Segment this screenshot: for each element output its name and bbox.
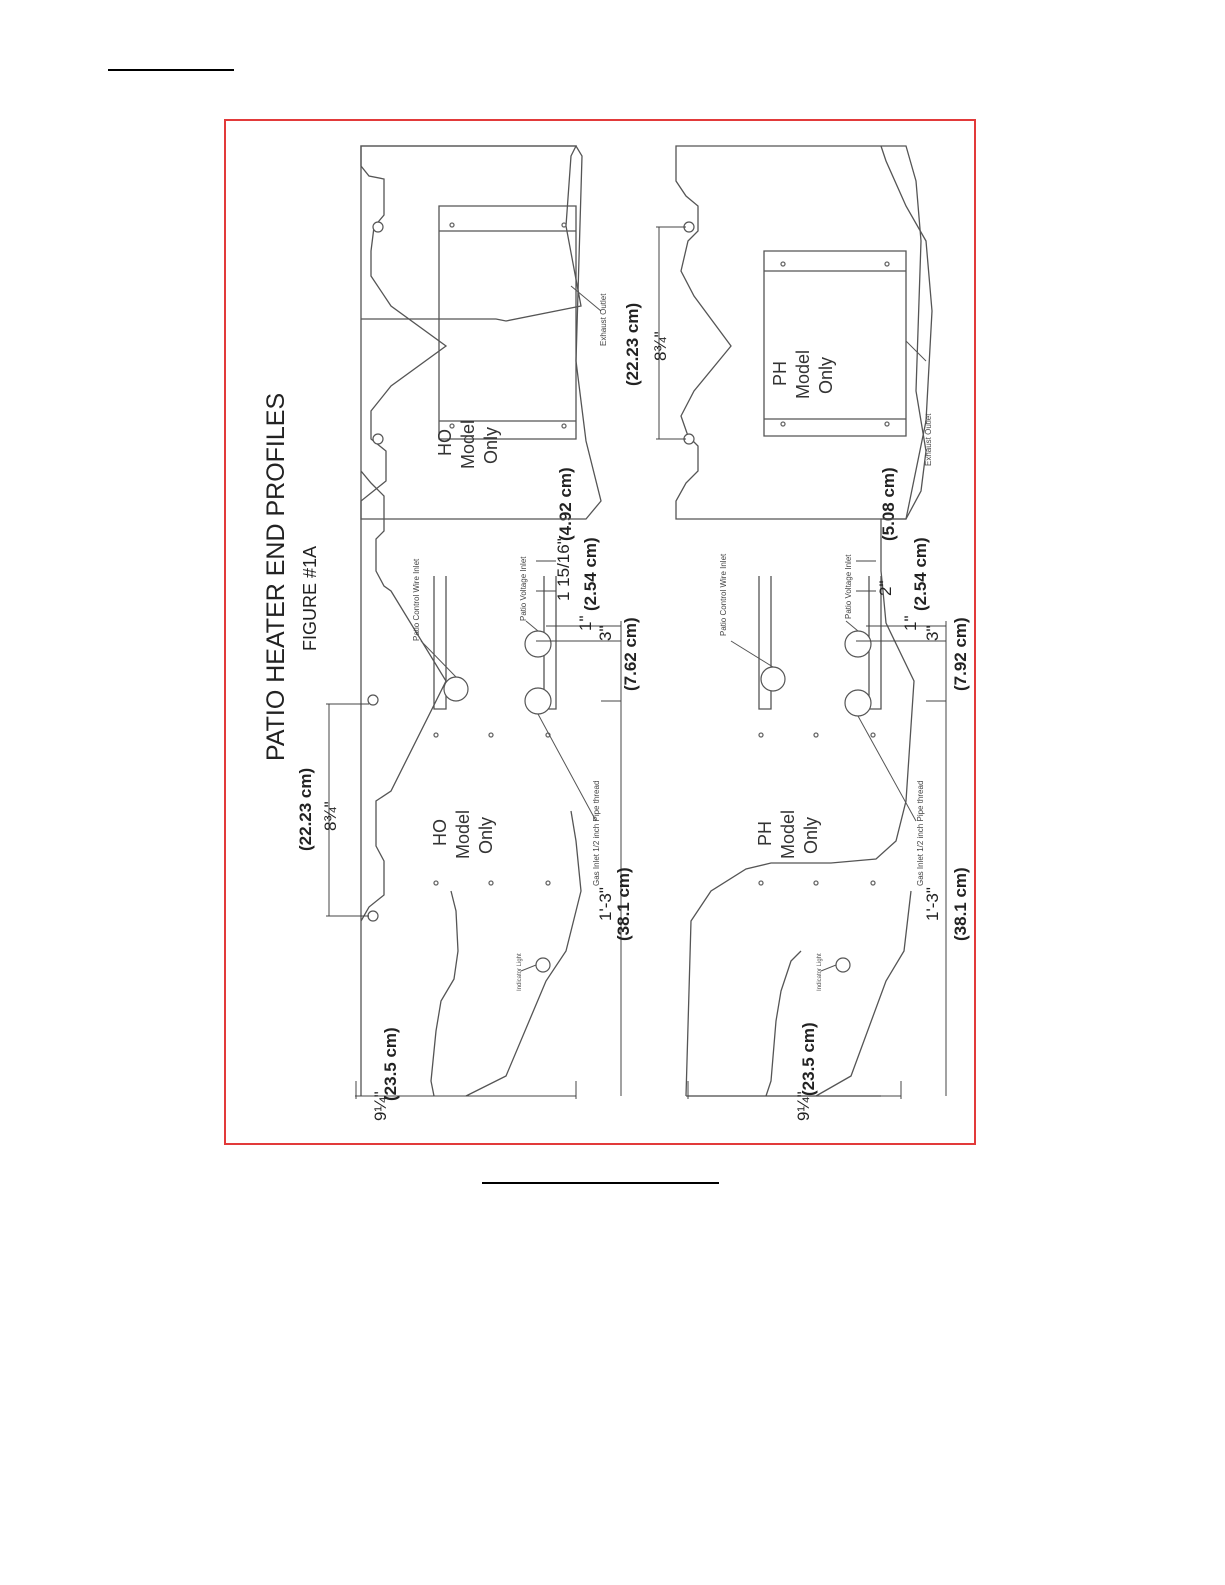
bottom-left-dim-3in: 3" (923, 626, 942, 642)
bottom-left-label-light: Indicator Light (817, 953, 823, 991)
bottom-left-label-gas: Gas Inlet 1/2 inch Pipe thread (916, 781, 925, 886)
top-left-model-line1: HO (430, 819, 450, 846)
bottom-right-dim-spacing-cm: (22.23 cm) (623, 303, 642, 386)
bottom-left-dim-1in-cm: (2.54 cm) (911, 537, 930, 611)
top-left-dim-gas-cm: (38.1 cm) (614, 867, 633, 941)
bottom-left-outline (685, 145, 933, 1097)
bottom-left-dim-3in-cm: (7.92 cm) (951, 617, 970, 691)
top-right-model-line1: HO (435, 429, 455, 456)
bottom-rule (482, 1182, 719, 1184)
bottom-right-model-line3: Only (816, 357, 836, 394)
top-left-end-profile: HO Model Only (22.23 cm) 8¾" 9¼" (23.5 c… (296, 145, 640, 1121)
bottom-right-outline (675, 145, 927, 520)
top-left-dim-spacing-cm: (22.23 cm) (296, 768, 315, 851)
figure-subtitle: FIGURE #1A (300, 546, 320, 651)
top-rule (108, 69, 234, 71)
bottom-left-label-control-wire: Patio Control Wire Inlet (719, 553, 728, 636)
bottom-right-label-exhaust: Exhaust Outlet (924, 413, 933, 466)
top-left-label-voltage: Patio Voltage Inlet (519, 556, 528, 621)
top-left-label-control-wire: Patio Control Wire Inlet (412, 558, 421, 641)
top-left-dim-voltage-cm: (4.92 cm) (556, 467, 575, 541)
patio-heater-drawing: PATIO HEATER END PROFILES FIGURE #1A HO … (262, 145, 970, 1121)
top-left-dim-voltage-in: 1 15/16" (554, 538, 573, 601)
top-right-model-line2: Model (458, 420, 478, 469)
top-left-label-light: Indicator Light (517, 953, 523, 991)
bottom-right-model-line1: PH (770, 361, 790, 386)
top-left-dim-spacing-in: 8¾" (321, 801, 340, 831)
bottom-left-dim-height-in: 9¼" (794, 1091, 813, 1121)
bottom-left-dim-gas-cm: (38.1 cm) (951, 867, 970, 941)
top-left-model-line2: Model (453, 810, 473, 859)
bottom-left-model-line2: Model (778, 810, 798, 859)
figure-title: PATIO HEATER END PROFILES (262, 393, 290, 761)
top-left-dim-height-cm: (23.5 cm) (381, 1027, 400, 1101)
top-left-dim-3in: 3" (596, 626, 615, 642)
figure-frame: PATIO HEATER END PROFILES FIGURE #1A HO … (224, 119, 976, 1145)
top-left-dim-height-in: 9¼" (371, 1091, 390, 1121)
top-left-dim-3in-cm: (7.62 cm) (621, 617, 640, 691)
bottom-left-dim-1in: 1" (901, 616, 920, 632)
bottom-left-label-voltage: Patio Voltage Inlet (844, 554, 853, 619)
bottom-left-model-line1: PH (755, 821, 775, 846)
bottom-left-dim-voltage-in: 2" (876, 581, 895, 597)
bottom-right-model-line2: Model (793, 350, 813, 399)
bottom-left-dim-height-cm: (23.5 cm) (799, 1022, 818, 1096)
top-left-label-gas: Gas Inlet 1/2 inch Pipe thread (592, 781, 601, 886)
bottom-right-dim-spacing-in: 8¾" (651, 331, 670, 361)
bottom-left-dim-gas-in: 1'-3" (923, 887, 942, 921)
top-right-outline (360, 145, 602, 520)
top-left-model-line3: Only (476, 817, 496, 854)
top-left-dim-1in-cm: (2.54 cm) (581, 537, 600, 611)
top-right-end-profile: HO Model Only Exhaust Outlet (360, 145, 608, 520)
top-left-outline (360, 145, 582, 1096)
bottom-left-end-profile: PH Model Only 9¼" (23.5 cm) 1'-3" (38.1 … (685, 145, 970, 1121)
top-right-model-line3: Only (481, 427, 501, 464)
bottom-right-end-profile: PH Model Only (22.23 cm) 8¾" Exhaust Out… (623, 145, 933, 520)
bottom-left-dim-voltage-cm: (5.08 cm) (879, 467, 898, 541)
top-left-dim-1in: 1" (576, 616, 595, 632)
top-right-label-exhaust: Exhaust Outlet (599, 293, 608, 346)
top-left-dim-gas-in: 1'-3" (596, 887, 615, 921)
bottom-left-model-line3: Only (801, 817, 821, 854)
